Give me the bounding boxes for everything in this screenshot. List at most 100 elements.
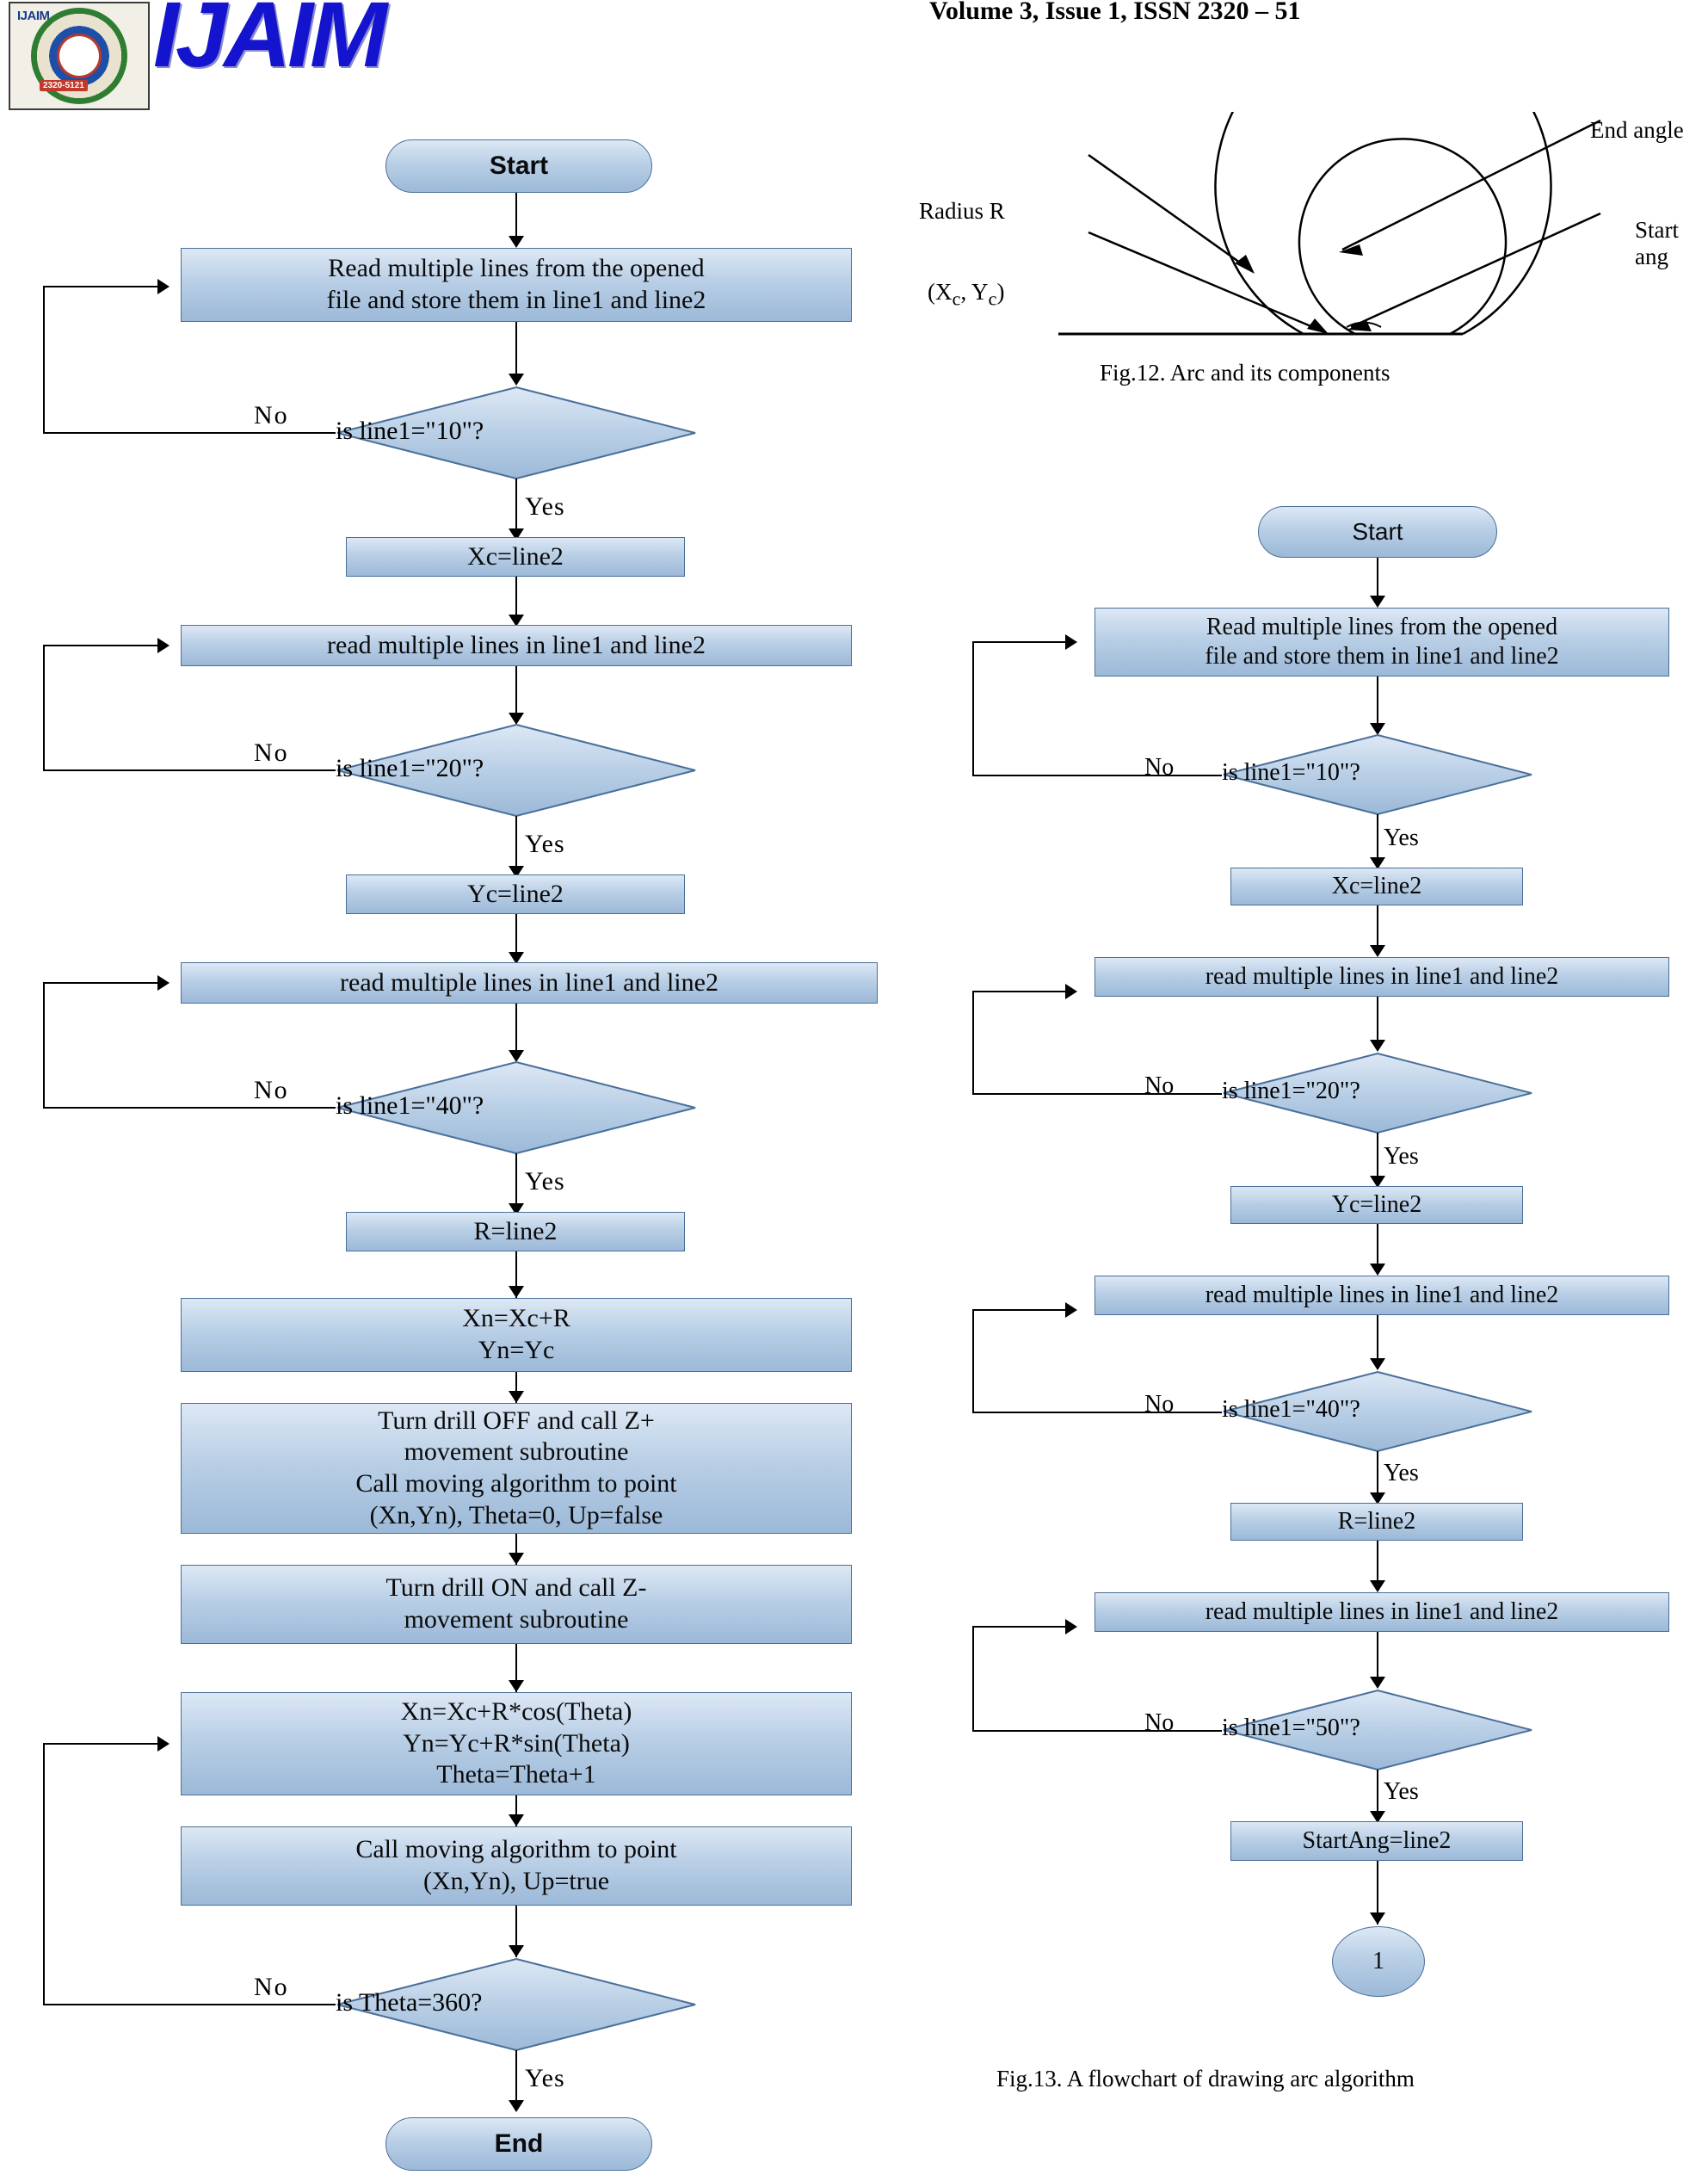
arrowhead	[509, 1945, 524, 1957]
journal-logo: IJAIM 2320-5121	[9, 2, 150, 110]
loop-line	[972, 1309, 1067, 1311]
loop-line	[43, 982, 159, 984]
node-decision-line1-40: is line1="40"?	[1222, 1370, 1533, 1453]
node-decision-line1-40: is line1="40"?	[336, 1060, 697, 1155]
loop-line	[43, 983, 45, 1109]
arrowhead	[1370, 945, 1385, 957]
arrowhead	[1370, 1811, 1385, 1823]
arrowhead	[509, 713, 524, 725]
connector-line	[1377, 558, 1378, 601]
connector-line	[515, 1534, 517, 1565]
node-drill-off: Turn drill OFF and call Z+movement subro…	[181, 1403, 852, 1534]
loop-line	[972, 1412, 1222, 1413]
arc-diagram-svg	[912, 112, 1708, 361]
node-yc-assign: Yc=line2	[1230, 1186, 1523, 1224]
connector-line	[515, 1004, 517, 1060]
connector-line	[515, 193, 517, 241]
connector-line	[515, 479, 517, 535]
node-start: Start	[1258, 506, 1497, 558]
edge-label-yes-2: Yes	[1384, 1143, 1419, 1170]
connector-line	[1377, 1133, 1378, 1183]
decision-label: is line1="40"?	[1222, 1396, 1360, 1423]
arrowhead	[509, 615, 524, 627]
connector-line	[1377, 1541, 1378, 1591]
arrowhead	[509, 1814, 524, 1826]
decision-label: is line1="10"?	[336, 417, 484, 445]
arrowhead	[1370, 1176, 1385, 1188]
arrowhead	[1370, 857, 1385, 869]
node-read-lines-2: read multiple lines in line1 and line2	[181, 625, 852, 666]
node-decision-line1-20: is line1="20"?	[336, 723, 697, 818]
edge-label-yes-2: Yes	[525, 830, 565, 858]
loop-line	[43, 1107, 336, 1109]
arrowhead	[509, 236, 524, 248]
arrowhead	[1065, 984, 1077, 999]
label-start-angle: Start ang	[1635, 217, 1679, 269]
connector-line	[515, 1906, 517, 1957]
node-read-lines-4: read multiple lines in line1 and line2	[1094, 1592, 1669, 1632]
connector-line	[1377, 1632, 1378, 1685]
node-start: Start	[385, 139, 652, 193]
node-end: End	[385, 2117, 652, 2171]
node-read-lines-3: read multiple lines in line1 and line2	[1094, 1276, 1669, 1315]
arrowhead	[157, 1736, 170, 1752]
connector-line	[515, 1795, 517, 1826]
arrowhead	[509, 1050, 524, 1062]
arrowhead	[1065, 1619, 1077, 1634]
arrowhead	[509, 2100, 524, 2112]
arrowhead	[1370, 723, 1385, 735]
edge-label-yes-3: Yes	[525, 1167, 565, 1196]
decision-label: is line1="50"?	[1222, 1715, 1360, 1741]
node-drill-on: Turn drill ON and call Z-movement subrou…	[181, 1565, 852, 1644]
edge-label-no-2: No	[1144, 1072, 1175, 1099]
connector-line	[515, 1372, 517, 1403]
node-startang-assign: StartAng=line2	[1230, 1821, 1523, 1861]
label-radius: Radius R	[919, 198, 1005, 224]
loop-line	[43, 769, 336, 771]
loop-line	[972, 1093, 1222, 1095]
edge-label-no-4: No	[254, 1973, 289, 2001]
edge-label-yes-4: Yes	[1384, 1778, 1419, 1805]
loop-line	[972, 992, 974, 1095]
arrowhead	[509, 1286, 524, 1298]
loop-line	[43, 286, 159, 287]
loop-line	[43, 1743, 159, 1745]
arrowhead	[1370, 1264, 1385, 1276]
logo-issn-tag: 2320-5121	[40, 80, 88, 91]
connector-line	[1377, 814, 1378, 864]
arrowhead	[157, 279, 170, 294]
connector-line	[515, 1644, 517, 1692]
loop-line	[972, 991, 1067, 992]
arrowhead	[1370, 1040, 1385, 1052]
edge-label-yes-1: Yes	[525, 492, 565, 521]
loop-line	[43, 646, 45, 771]
node-r-assign: R=line2	[1230, 1503, 1523, 1541]
connector-line	[515, 914, 517, 971]
edge-label-no-1: No	[1144, 754, 1175, 781]
arrowhead	[509, 1391, 524, 1403]
arrowhead	[509, 1680, 524, 1692]
edge-label-yes-4: Yes	[525, 2064, 565, 2092]
loop-line	[972, 641, 1067, 643]
journal-wordmark: IJAIM	[153, 0, 387, 86]
node-connector-1: 1	[1332, 1926, 1425, 1997]
arrowhead	[1370, 1580, 1385, 1592]
node-xc-assign: Xc=line2	[346, 537, 685, 577]
node-decision-theta-360: is Theta=360?	[336, 1957, 697, 2052]
arrowhead	[1370, 1677, 1385, 1689]
connector-line	[1377, 997, 1378, 1048]
edge-label-no-3: No	[1144, 1391, 1175, 1418]
arrowhead	[1370, 1492, 1385, 1505]
decision-label: is Theta=360?	[336, 1988, 483, 2017]
label-end-angle: End angle	[1590, 117, 1684, 143]
connector-line	[515, 666, 517, 723]
figure-12-caption: Fig.12. Arc and its components	[1100, 360, 1390, 386]
node-xc-assign: Xc=line2	[1230, 868, 1523, 905]
node-call-moving-algorithm: Call moving algorithm to point(Xn,Yn), U…	[181, 1826, 852, 1906]
node-read-lines-3: read multiple lines in line1 and line2	[181, 962, 878, 1004]
edge-label-no-3: No	[254, 1076, 289, 1104]
label-center: (Xc, Yc)	[928, 279, 1005, 310]
connector-line	[1377, 1770, 1378, 1818]
edge-label-yes-3: Yes	[1384, 1460, 1419, 1486]
